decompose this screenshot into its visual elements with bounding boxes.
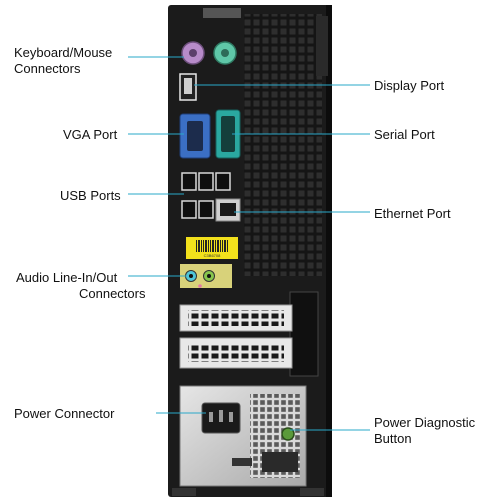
label-power-diagnostic: Power Diagnostic Button (374, 415, 476, 446)
barcode-text: C3B6708 (204, 253, 221, 258)
usb-port[interactable] (181, 172, 197, 191)
power-pin (229, 412, 233, 422)
display-port-contacts (184, 78, 192, 94)
usb-port[interactable] (198, 200, 214, 219)
audio-mic-indicator (198, 284, 202, 288)
slot-latch (289, 291, 319, 377)
expansion-slot-vent (188, 310, 284, 326)
chassis-edge (326, 5, 332, 497)
ethernet-port-socket (220, 203, 236, 216)
barcode (196, 240, 228, 252)
top-latch (316, 16, 328, 76)
label-keyboard-mouse: Keyboard/Mouse Connectors (14, 45, 113, 76)
label-ethernet-port: Ethernet Port (374, 206, 451, 221)
label-display-port: Display Port (374, 78, 445, 93)
psu-screw (232, 458, 252, 466)
power-diagnostic-button[interactable] (281, 427, 295, 441)
label-usb-ports: USB Ports (60, 188, 121, 203)
top-clip (203, 8, 241, 18)
label-vga-port: VGA Port (63, 127, 118, 142)
audio-jack-hole (207, 274, 211, 278)
power-pin (209, 412, 213, 422)
usb-port[interactable] (198, 172, 214, 191)
label-power-connector: Power Connector (14, 406, 115, 421)
usb-port[interactable] (215, 172, 231, 191)
usb-port[interactable] (181, 200, 197, 219)
expansion-slot-vent (188, 344, 284, 362)
power-pin (219, 410, 223, 422)
ps2-mouse-pins (221, 49, 229, 57)
usb-port-group (181, 172, 231, 219)
vent-grid (244, 14, 322, 276)
psu-handle (262, 452, 298, 472)
foot (300, 488, 324, 496)
label-audio-connectors: Audio Line-In/Out Connectors (16, 270, 146, 301)
foot (172, 488, 196, 496)
serial-port-socket (221, 116, 235, 152)
vga-port-socket (187, 121, 203, 151)
leader-lines (128, 56, 370, 431)
ps2-keyboard-pins (189, 49, 197, 57)
audio-jack-hole (189, 274, 193, 278)
label-serial-port: Serial Port (374, 127, 435, 142)
